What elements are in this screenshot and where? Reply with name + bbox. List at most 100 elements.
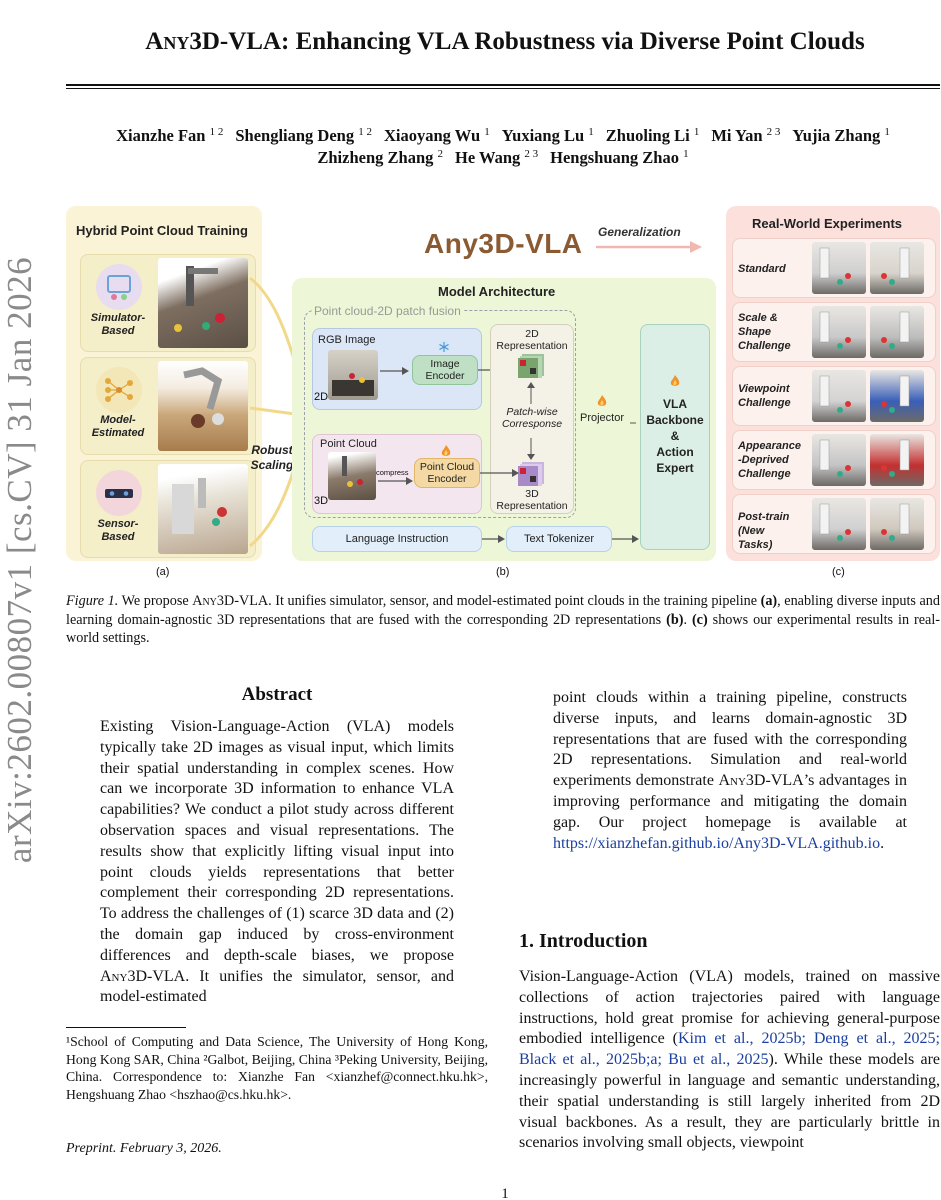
experiment-photo xyxy=(870,306,924,358)
dim-2d-label: 2D xyxy=(314,391,329,403)
projector-flame-icon xyxy=(596,394,608,406)
panel-c-label: (c) xyxy=(832,566,845,578)
experiment-photo xyxy=(812,370,866,422)
depth-camera-icon xyxy=(96,470,142,516)
paper-title: Any3D-VLA: Enhancing VLA Robustness via … xyxy=(0,28,941,56)
panel-b-label: (b) xyxy=(496,566,510,578)
flame-icon xyxy=(440,444,452,456)
image-encoder-label: Image Encoder xyxy=(425,358,465,382)
author-name: Hengshuang Zhao xyxy=(550,148,679,167)
author-name: Zhizheng Zhang xyxy=(317,148,434,167)
caption-text: , enabling diverse inputs and learning d… xyxy=(66,593,940,628)
intro-text: ). While these models are increasingly p… xyxy=(519,1051,940,1152)
panel-a-label: (a) xyxy=(156,566,170,578)
introduction-text: Vision-Language-Action (VLA) models, tra… xyxy=(519,967,940,1154)
author-affiliation: 1 xyxy=(484,126,490,138)
language-instruction-label: Language Instruction xyxy=(345,533,449,545)
author-affiliation: 2 3 xyxy=(766,126,781,138)
abstract-system-name: Any3D-VLA xyxy=(100,967,186,985)
fusion-label: Point cloud-2D patch fusion xyxy=(312,304,463,318)
introduction-heading: 1. Introduction xyxy=(519,930,648,952)
author-affiliation: 1 xyxy=(588,126,594,138)
point-cloud-thumbnail xyxy=(328,452,376,500)
caption-text: We propose xyxy=(118,593,193,609)
author-name: Xiaoyang Wu xyxy=(383,126,481,145)
projector-arrow xyxy=(630,422,636,424)
rgb-arrow xyxy=(380,367,409,375)
neural-network-icon xyxy=(96,367,142,413)
abstract-system-name: Any3D-VLA xyxy=(718,772,804,790)
author: Yujia Zhang 1 xyxy=(792,126,890,145)
figure-caption: Figure 1. We propose Any3D-VLA. It unifi… xyxy=(66,592,940,648)
abstract-text: . It unifies the simulator, sensor, and … xyxy=(100,967,454,1006)
projector-label: Projector xyxy=(580,412,625,424)
author-affiliation: 2 3 xyxy=(524,148,539,160)
experiment-photo xyxy=(870,370,924,422)
experiment-photo xyxy=(812,306,866,358)
author-affiliation: 1 2 xyxy=(358,126,372,138)
title-bottom-rule xyxy=(66,88,940,89)
experiment-row-label: Post-train (New Tasks) xyxy=(738,511,790,551)
any3d-vla-logo: Any3D-VLA xyxy=(424,228,583,259)
sensor-point-cloud-image xyxy=(158,464,248,554)
author-affiliation: 1 2 xyxy=(209,126,224,138)
author-name: Yujia Zhang xyxy=(792,126,881,145)
rgb-image-thumbnail xyxy=(328,350,378,400)
abstract-text: ’s advantages in improving performance a… xyxy=(553,772,907,831)
text-tokenizer-label: Text Tokenizer xyxy=(523,533,595,545)
footnote-rule xyxy=(66,1027,186,1028)
panel-a-title: Hybrid Point Cloud Training xyxy=(76,223,248,238)
author-affiliation: 1 xyxy=(884,126,890,138)
experiment-row-label: Scale & Shape Challenge xyxy=(738,312,791,352)
abstract-text: . xyxy=(880,834,885,852)
caption-text: . It unifies simulator, sensor, and mode… xyxy=(268,593,761,609)
robust-scaling-label: Robust Scaling xyxy=(250,443,294,472)
experiment-photo xyxy=(812,498,866,550)
abstract-heading: Abstract xyxy=(241,684,313,705)
author: Xiaoyang Wu 1 xyxy=(384,126,490,145)
experiment-photo xyxy=(812,434,866,486)
dim-3d-label: 3D xyxy=(314,495,329,507)
simulator-label: Simulator- Based xyxy=(90,312,146,337)
abstract-left-column: Existing Vision-Language-Action (VLA) mo… xyxy=(100,717,454,1008)
rep-2d-grid xyxy=(518,354,544,380)
author: Xianzhe Fan 1 2 xyxy=(116,126,223,145)
snowflake-icon xyxy=(438,340,450,352)
author: Yuxiang Lu 1 xyxy=(502,126,594,145)
author: Mi Yan 2 3 xyxy=(711,126,780,145)
project-homepage-link[interactable]: https://xianzhefan.github.io/Any3D-VLA.g… xyxy=(553,834,881,852)
abstract-text: Existing Vision-Language-Action (VLA) mo… xyxy=(100,718,454,964)
vla-backbone-box xyxy=(640,324,710,550)
intro-text: Vision-Language-Action (VLA) models, tra… xyxy=(519,968,940,1048)
author-affiliation: 1 xyxy=(693,126,700,138)
text-tokenizer-box xyxy=(506,526,612,552)
abstract-right-column: point clouds within a training pipeline,… xyxy=(553,688,907,854)
author-affiliation: 2 xyxy=(437,148,444,160)
simulator-icon xyxy=(96,264,142,310)
caption-ref-b: (b) xyxy=(666,611,684,628)
author: Zhizheng Zhang 2 xyxy=(317,148,443,167)
abstract-text: point clouds within a training pipeline,… xyxy=(553,689,907,790)
language-arrow xyxy=(482,535,505,543)
image-encoder-box xyxy=(412,355,478,385)
citation-link[interactable]: Kim et al., 2025b; Deng et al., 2025; Bl… xyxy=(519,1030,940,1069)
experiment-row-label: Standard xyxy=(738,263,786,275)
simulator-point-cloud-image xyxy=(158,258,248,348)
title-top-rule xyxy=(66,84,940,86)
rep-3d-label: 3D Representation xyxy=(496,488,568,512)
author: Zhuoling Li 1 xyxy=(606,126,700,145)
figure-1: Hybrid Point Cloud Training Simulator- B… xyxy=(66,206,940,586)
experiment-row-label: Appearance -Deprived Challenge xyxy=(738,440,801,480)
author: Hengshuang Zhao 1 xyxy=(550,148,688,167)
pc-encoder-arrow xyxy=(480,469,519,477)
author: Shengliang Deng 1 2 xyxy=(235,126,372,145)
figure-caption-label: Figure 1. xyxy=(66,593,119,609)
author: He Wang 2 3 xyxy=(455,148,538,167)
backbone-flame-icon xyxy=(669,374,681,386)
rep-3d-grid xyxy=(518,462,544,488)
experiment-photo xyxy=(870,434,924,486)
compress-arrow xyxy=(378,477,413,485)
arxiv-identifier: arXiv:2602.00807v1 [cs.CV] 31 Jan 2026 xyxy=(0,256,39,864)
model-point-cloud-image xyxy=(158,361,248,451)
patchwise-arrows xyxy=(527,382,535,460)
